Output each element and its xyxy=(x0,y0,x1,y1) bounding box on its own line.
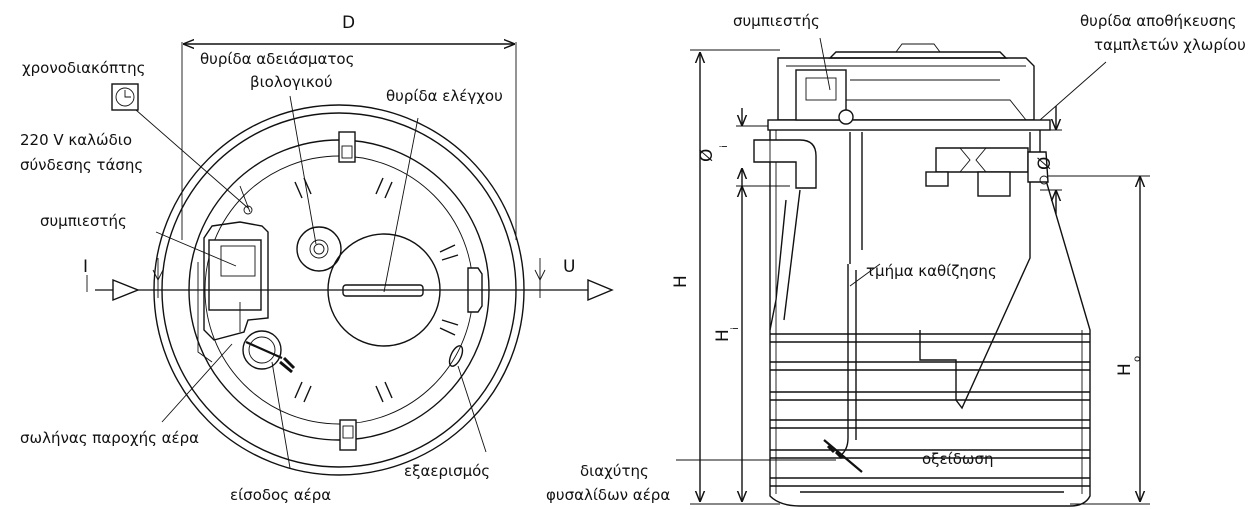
outlet-arrow xyxy=(587,278,614,302)
sludge-hatch-label-2: βιολογικού xyxy=(250,73,333,91)
dimension-hi-sub: i xyxy=(730,327,741,330)
bottom-lug xyxy=(339,419,357,451)
dimension-ho-sub: o xyxy=(1132,356,1143,362)
side-section-view xyxy=(676,37,1150,507)
dimension-d-label: D xyxy=(342,13,355,33)
lid-knob xyxy=(895,43,941,53)
air-pipe-label: σωλήνας παροχής αέρα xyxy=(20,429,199,447)
outlet-label: U xyxy=(563,257,575,277)
timer-leader xyxy=(135,109,249,209)
diffuser-label-2: φυσαλίδων αέρα xyxy=(546,486,670,504)
top-lug xyxy=(338,131,356,163)
air-inlet xyxy=(242,330,282,370)
tank-flange xyxy=(767,119,1051,131)
dimension-hi-label: H xyxy=(713,329,733,342)
compressor-right xyxy=(795,69,847,121)
settling-cone xyxy=(919,132,1031,410)
air-pipe-leader xyxy=(161,343,233,423)
ventilation-label: εξαερισμός xyxy=(404,462,490,480)
chlorine-tablet-hatch xyxy=(977,171,1011,197)
air-inlet-label: είσοδος αέρα xyxy=(230,486,331,504)
compressor-left-leader xyxy=(155,231,237,267)
settling-section-label: τμήμα καθίζησης xyxy=(866,262,997,280)
air-bubble-diffuser xyxy=(823,439,863,473)
body-ribs xyxy=(770,333,1090,487)
cable-label-2: σύνδεσης τάσης xyxy=(20,156,143,174)
compressor-right-label: συμπιεστής xyxy=(733,12,820,30)
dimension-ho-label: H xyxy=(1115,363,1135,376)
sludge-hatch xyxy=(296,226,342,272)
inlet-pipe xyxy=(753,139,817,189)
ventilation-vent xyxy=(448,345,464,367)
chlorine-hatch-label-1: θυρίδα αποθήκευσης xyxy=(1080,12,1237,30)
cable-leader xyxy=(239,185,251,213)
timer-label: χρονοδιακόπτης xyxy=(22,59,145,77)
sludge-hatch-leader xyxy=(289,95,317,245)
chlorine-hatch-label-2: ταμπλετών χλωρίου xyxy=(1094,36,1246,54)
dimension-h-label: H xyxy=(671,275,691,288)
oxidation-label: οξείδωση xyxy=(922,450,993,468)
diffuser-label-1: διαχύτης xyxy=(580,462,649,480)
dimension-do-label: Ø xyxy=(1035,157,1055,170)
lid-ribs xyxy=(294,177,459,403)
inlet-arrow xyxy=(112,278,140,302)
compressor-left-label: συμπιεστής xyxy=(40,212,127,230)
tank-body xyxy=(769,120,1091,507)
ventilation-leader xyxy=(457,365,487,453)
inlet-label: I xyxy=(83,257,88,277)
cable-label-1: 220 V καλώδιο xyxy=(20,131,132,149)
outlet-pipe xyxy=(935,147,1029,173)
compressor-left xyxy=(208,239,262,311)
dimension-di-label: Ø xyxy=(697,149,717,162)
inspection-leader xyxy=(383,117,419,293)
chlorine-hatch-leader xyxy=(1039,61,1107,121)
settling-leader xyxy=(849,263,881,287)
compressor-right-leader xyxy=(819,37,831,91)
sludge-hatch-label-1: θυρίδα αδειάσματος xyxy=(200,50,354,68)
dimension-di-sub: i xyxy=(719,145,730,148)
air-inlet-leader xyxy=(271,361,291,469)
inspection-hatch-label: θυρίδα ελέγχου xyxy=(386,87,503,105)
top-view: D xyxy=(83,13,614,476)
compressor-housing xyxy=(203,221,269,341)
